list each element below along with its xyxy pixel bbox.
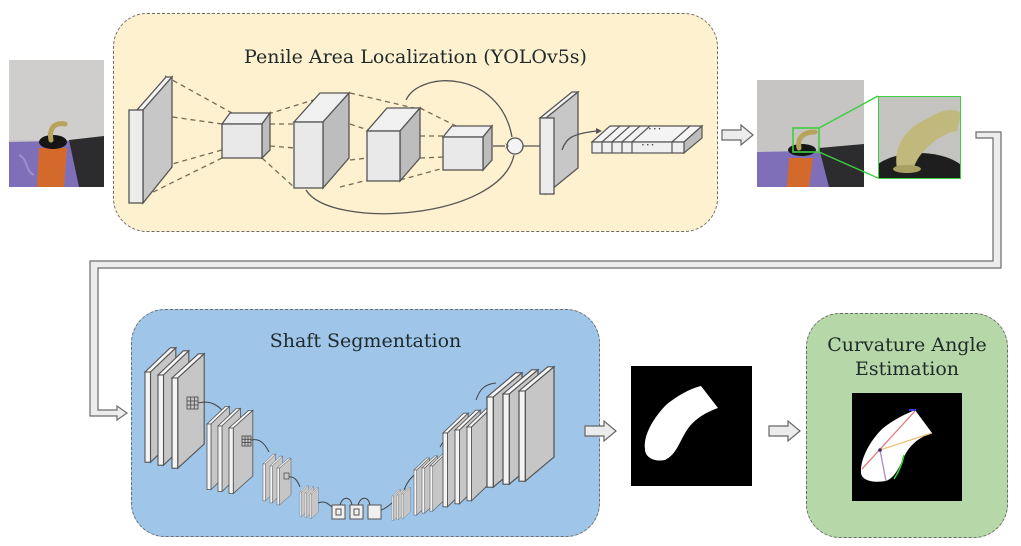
localization-title: Penile Area Localization (YOLOv5s): [244, 46, 587, 68]
input-photo: [9, 60, 104, 187]
cropped-photo: [878, 96, 961, 179]
segmentation-title: Shaft Segmentation: [269, 330, 462, 352]
detection-photo: [757, 80, 864, 187]
arrow-right-icon: [721, 123, 754, 147]
curvature-title-line1: Curvature Angle: [827, 334, 987, 356]
angle-overlay: [852, 393, 962, 501]
segmentation-panel: Shaft Segmentation: [131, 309, 600, 537]
output-token-dots-top: ···: [648, 122, 663, 136]
arrow-right-icon: [768, 419, 801, 443]
curvature-title-line2: Estimation: [854, 358, 960, 380]
arrow-right-icon: [584, 419, 617, 443]
segmentation-mask: [631, 366, 752, 486]
output-token-dots-bottom: ···: [641, 138, 656, 152]
localization-panel: Penile Area Localization (YOLOv5s): [113, 13, 718, 232]
